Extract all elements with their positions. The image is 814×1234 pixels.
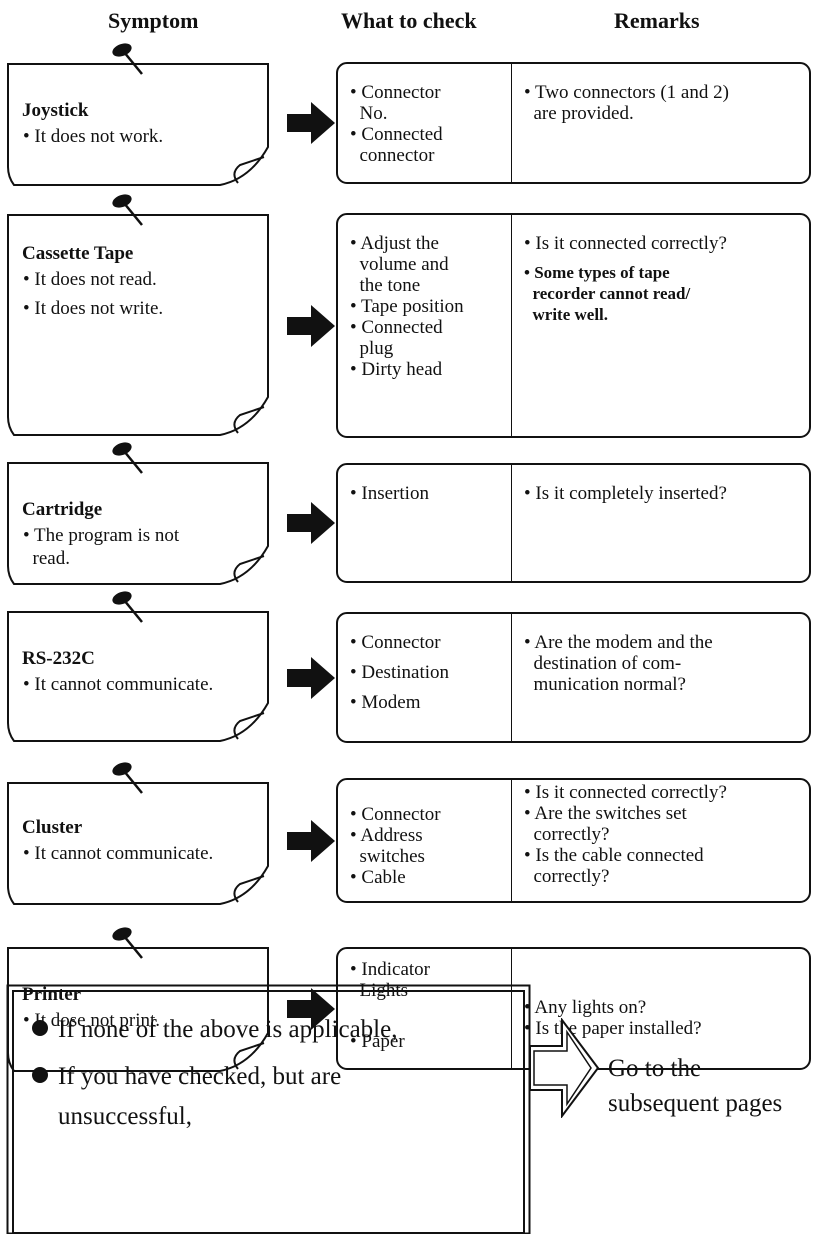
remark-bold-item: • Some types of tape	[524, 263, 670, 282]
go-to-line-1: Go to the	[608, 1055, 702, 1082]
remark-bold-item: recorder cannot read/	[524, 284, 691, 303]
note-paper	[7, 63, 269, 186]
column-divider	[511, 780, 512, 901]
check-item: No.	[350, 103, 388, 124]
check-item: • Indicator	[350, 959, 430, 980]
symptom-line: • It cannot communicate.	[23, 674, 214, 695]
check-item: • Connected	[350, 124, 443, 145]
pushpin-icon	[106, 588, 146, 624]
column-divider	[511, 215, 512, 436]
symptom-title: Cassette Tape	[22, 243, 134, 264]
pushpin-icon	[106, 924, 146, 960]
remark-item: • Two connectors (1 and 2)	[524, 82, 729, 103]
symptom-line: • It cannot communicate.	[23, 843, 214, 864]
remark-item: • Is it connected correctly?	[524, 233, 727, 254]
symptom-note	[6, 781, 270, 906]
symptom-title: RS-232C	[22, 648, 95, 669]
header-symptom: Symptom	[108, 8, 199, 33]
symptom-note	[6, 213, 270, 437]
symptom-note	[6, 461, 270, 586]
remark-item: correctly?	[524, 866, 610, 887]
header-remarks: Remarks	[614, 8, 700, 33]
check-item: volume and	[350, 254, 449, 275]
go-to-line-2: subsequent pages	[608, 1090, 783, 1117]
symptom-line: • It does not work.	[23, 126, 164, 147]
right-arrow-icon	[287, 304, 337, 347]
footer-item-3: unsuccessful,	[58, 1103, 192, 1130]
check-remarks-box: • Insertion • Is it completely inserted?	[336, 463, 811, 583]
check-item: the tone	[350, 275, 421, 296]
symptom-title: Cluster	[22, 817, 83, 838]
check-item: • Adjust the	[350, 233, 439, 254]
pushpin-icon	[106, 759, 146, 795]
remark-item: • Is the cable connected	[524, 845, 704, 866]
symptom-line: • It does not read.	[23, 269, 157, 290]
column-divider	[511, 64, 512, 182]
remark-item: munication normal?	[524, 674, 686, 695]
bullet-dot	[32, 1067, 48, 1083]
check-item: switches	[350, 846, 425, 867]
remark-item: • Are the switches set	[524, 803, 687, 824]
check-item: • Connector	[350, 804, 441, 825]
note-paper	[7, 214, 269, 436]
remark-item: • Are the modem and the	[524, 632, 713, 653]
check-remarks-box: • Connector • Destination • Modem • Are the…	[336, 612, 811, 743]
check-item: • Modem	[350, 692, 421, 713]
pushpin-icon	[106, 439, 146, 475]
check-remarks-box: • Connector No.• Connected connector • Tw…	[336, 62, 811, 184]
bullet-dot	[32, 1020, 48, 1036]
remark-item: destination of com-	[524, 653, 682, 674]
right-arrow-icon	[287, 656, 337, 699]
remark-item: • Any lights on?	[524, 997, 647, 1018]
check-remarks-box: • Adjust the volume and the tone• Tape p…	[336, 213, 811, 438]
remark-item: correctly?	[524, 824, 610, 845]
remark-item: • Is the paper installed?	[524, 1018, 702, 1039]
check-item: • Cable	[350, 867, 406, 888]
check-item: • Paper	[350, 1031, 405, 1052]
right-arrow-icon	[287, 502, 337, 544]
remark-bold-item: write well.	[524, 305, 609, 324]
check-item: plug	[350, 338, 394, 359]
check-item: • Connected	[350, 317, 443, 338]
right-arrow-icon	[287, 819, 337, 862]
symptom-line: • It does not write.	[23, 298, 164, 319]
check-remarks-box: • Indicator Lights• Paper• Any lights on…	[336, 947, 811, 1070]
remark-item: are provided.	[524, 103, 634, 124]
symptom-line: • The program is not	[23, 525, 180, 546]
check-item: • Address	[350, 825, 423, 846]
check-item: connector	[350, 145, 435, 166]
check-item: • Destination	[350, 662, 449, 683]
header-what-to-check: What to check	[341, 8, 477, 33]
note-paper	[7, 611, 269, 742]
check-remarks-box: • Connector• Address switches• Cable • Is…	[336, 778, 811, 903]
check-item: • Dirty head	[350, 359, 443, 380]
right-arrow-icon	[287, 102, 337, 144]
right-arrow-icon	[287, 987, 337, 1030]
column-divider	[511, 614, 512, 741]
pushpin-icon	[106, 191, 146, 227]
column-divider	[511, 949, 512, 1068]
column-divider	[511, 465, 512, 581]
check-item: • Connector	[350, 82, 441, 103]
check-item: • Tape position	[350, 296, 464, 317]
symptom-note	[6, 610, 270, 743]
note-paper	[7, 782, 269, 905]
remark-item: • Is it connected correctly?	[524, 782, 727, 803]
symptom-title: Printer	[22, 984, 82, 1005]
symptom-title: Cartridge	[22, 499, 103, 520]
check-item: • Connector	[350, 632, 441, 653]
footer-item-2: If you have checked, but are	[32, 1063, 341, 1091]
symptom-note	[6, 62, 270, 187]
symptom-title: Joystick	[22, 100, 89, 121]
note-paper	[7, 462, 269, 585]
symptom-line: read.	[23, 548, 70, 569]
remark-item: • Is it completely inserted?	[524, 483, 727, 504]
check-item: • Insertion	[350, 483, 429, 504]
footer-item-1: If none of the above is applicable,	[32, 1016, 397, 1044]
pushpin-icon	[106, 40, 146, 76]
go-to-arrow-icon	[530, 1018, 600, 1118]
